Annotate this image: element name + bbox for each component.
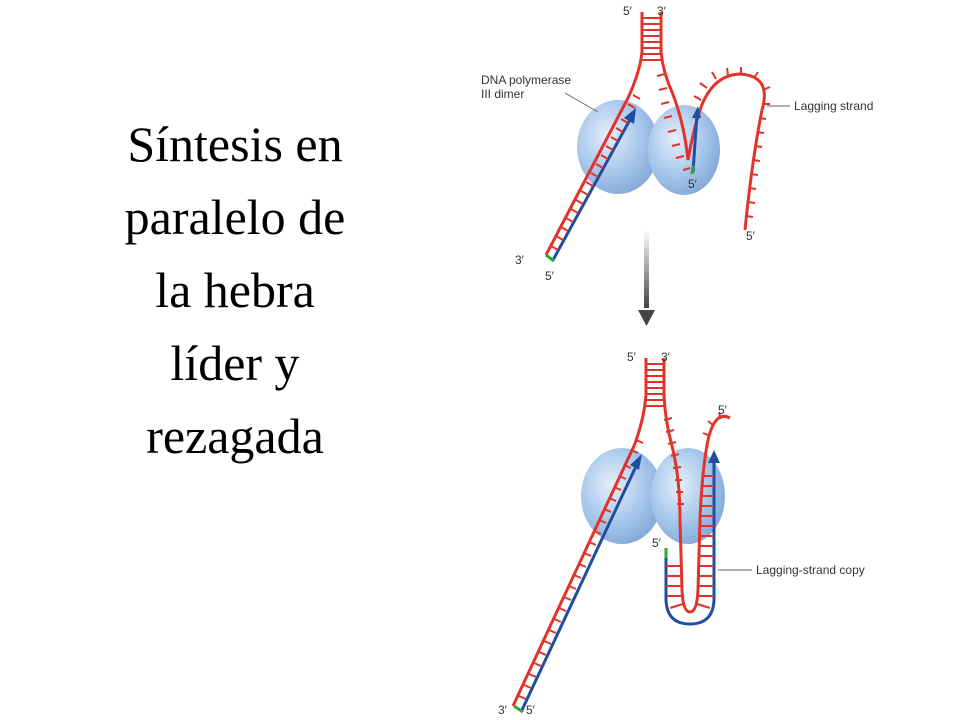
bottom-lagging-tail-ticks xyxy=(702,412,722,437)
top-leading-rungs xyxy=(550,94,641,251)
top-end-5-top-left: 5′ xyxy=(623,4,633,18)
slide-title: Síntesis en paralelo de la hebra líder y… xyxy=(70,108,400,473)
top-lagging-arrowhead xyxy=(692,106,701,118)
bottom-leading-strand xyxy=(520,461,640,711)
title-line-3: la hebra xyxy=(155,262,315,318)
bottom-leading-primer xyxy=(513,704,524,714)
bottom-lagging-rungs xyxy=(666,475,714,609)
top-helix-rungs xyxy=(641,17,662,61)
bottom-parental-strand-right xyxy=(662,358,731,614)
top-lagging-primer xyxy=(690,164,695,175)
top-end-5-inner: 5′ xyxy=(688,177,698,191)
top-end-3-top-right: 3′ xyxy=(657,4,667,18)
bottom-end-3-top-right: 3′ xyxy=(661,350,671,364)
title-line-1: Síntesis en xyxy=(127,116,343,172)
bottom-end-5-inner: 5′ xyxy=(652,536,662,550)
top-polymerase-label-line1: DNA polymerase xyxy=(481,73,571,87)
bottom-leading-arrowhead xyxy=(630,454,642,470)
bottom-end-5-lagging-tail: 5′ xyxy=(718,403,728,417)
top-end-5-lagging-tail: 5′ xyxy=(746,229,756,243)
bottom-end-5-leading: 5′ xyxy=(526,703,536,717)
transition-arrow xyxy=(638,230,655,326)
top-parental-strand-left xyxy=(544,12,644,256)
top-end-5-leading: 5′ xyxy=(545,269,555,283)
bottom-lagging-arrowhead xyxy=(708,450,720,463)
bottom-polymerase-right xyxy=(651,448,725,544)
bottom-end-5-top-left: 5′ xyxy=(627,350,637,364)
title-line-5: rezagada xyxy=(146,408,324,464)
top-parental-strand-right xyxy=(659,12,690,161)
top-lagging-new-fragment xyxy=(691,113,699,173)
title-line-4: líder y xyxy=(170,335,300,391)
top-end-3-leading: 3′ xyxy=(515,253,525,267)
top-polymerase-right xyxy=(648,105,720,195)
top-leading-arrowhead xyxy=(624,108,636,124)
top-leading-primer xyxy=(545,253,555,263)
top-leading-strand xyxy=(551,115,634,261)
top-polymerase-left xyxy=(577,100,659,194)
top-lagging-label: Lagging strand xyxy=(794,99,873,113)
bottom-parental-strand-left xyxy=(511,358,648,707)
top-lagging-ticks xyxy=(693,67,771,218)
bottom-inner-rungs xyxy=(663,417,684,505)
title-line-2: paralelo de xyxy=(124,189,346,245)
bottom-end-3-leading: 3′ xyxy=(498,703,508,717)
top-inner-rungs xyxy=(656,73,691,171)
bottom-replication-fork: Lagging-strand copy 5′ 3′ 5′ 5′ 3′ 5′ xyxy=(498,350,865,717)
bottom-lagging-copy xyxy=(664,460,716,626)
top-polymerase-label-line2: III dimer xyxy=(481,87,524,101)
top-polymerase-leader xyxy=(564,92,599,113)
bottom-leading-rungs xyxy=(518,439,644,700)
bottom-copy-label: Lagging-strand copy xyxy=(756,563,865,577)
top-replication-fork: DNA polymerase III dimer Lagging strand … xyxy=(481,4,873,283)
bottom-helix-rungs xyxy=(644,363,666,407)
